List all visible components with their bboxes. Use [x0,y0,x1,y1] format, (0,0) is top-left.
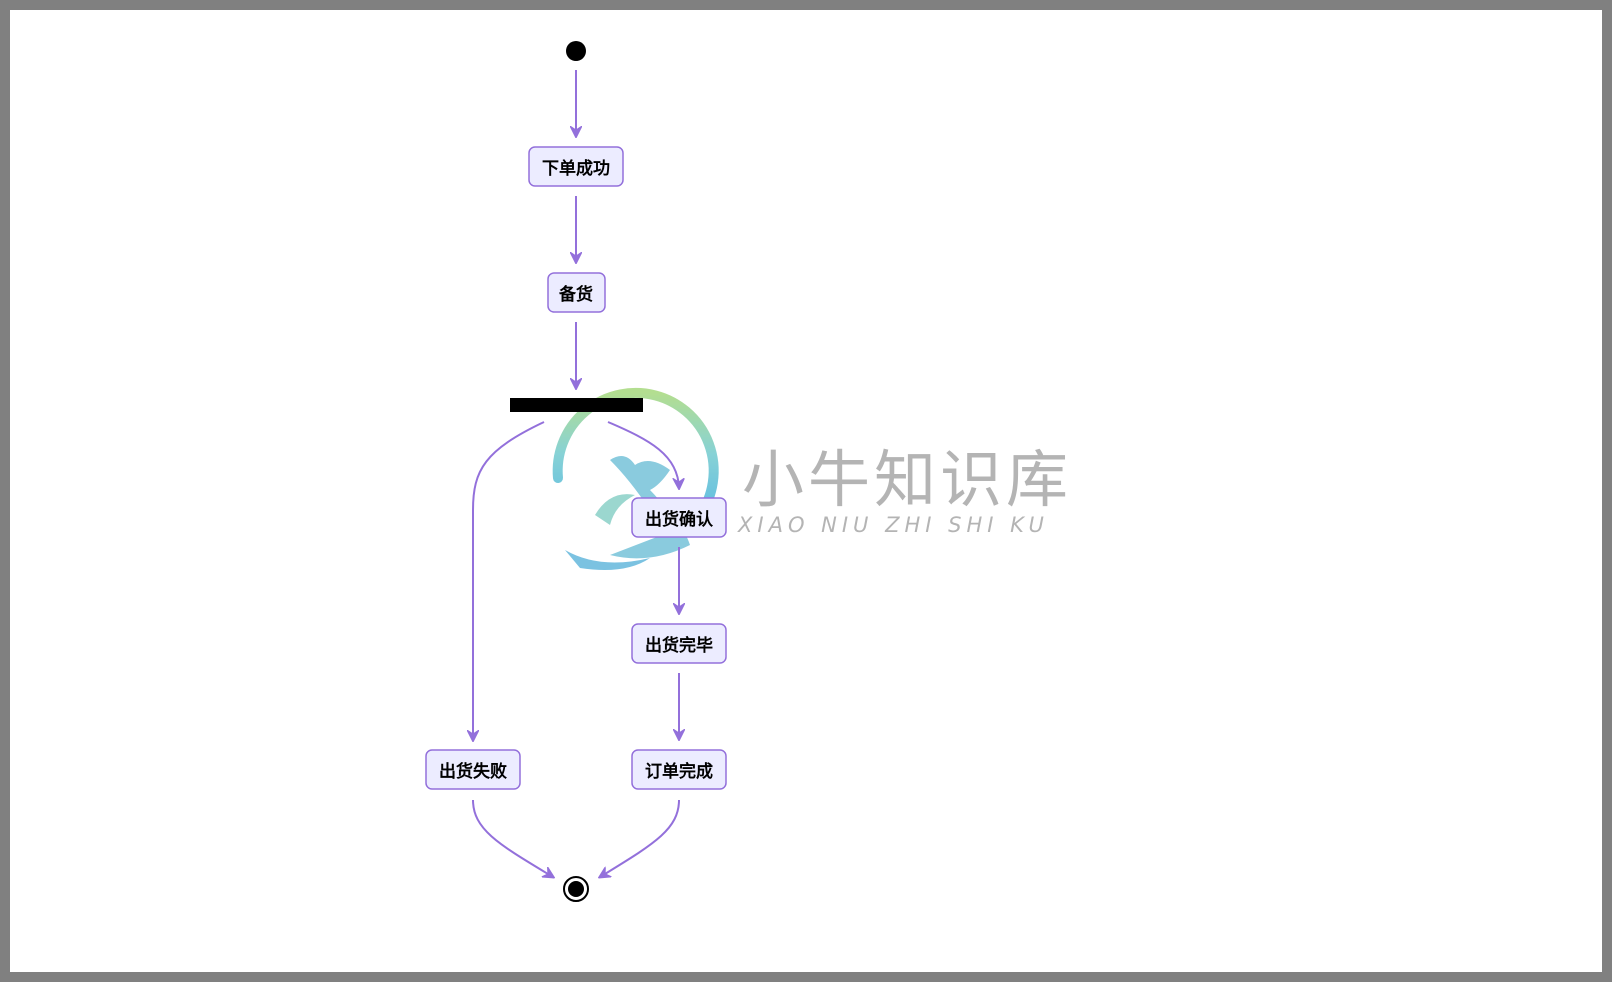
edges [473,70,679,877]
start-state [566,41,586,61]
fork-bar [510,398,643,412]
watermark-logo [552,387,719,571]
watermark-chinese-text: 小牛知识库 [742,443,1072,516]
state-shipment-done-label: 出货完毕 [645,635,713,656]
edge-fork-to-shipment-failed [473,421,545,740]
state-shipment-failed: 出货失败 [425,749,521,790]
state-shipment-done: 出货完毕 [631,623,727,664]
state-shipment-confirm: 出货确认 [631,497,727,538]
state-order-complete-label: 订单完成 [645,761,713,782]
diagram-canvas: 小牛知识库 XIAO NIU ZHI SHI KU 下单成功 备货 [10,10,1602,972]
state-order-complete: 订单完成 [631,749,727,790]
state-stocking-label: 备货 [558,284,593,305]
edge-shipment-failed-to-end [472,799,553,877]
end-state [563,876,589,902]
edge-fork-to-shipment-confirm [607,421,679,488]
watermark-pinyin-text: XIAO NIU ZHI SHI KU [737,513,1049,537]
edge-order-complete-to-end [600,799,680,877]
state-diagram: 小牛知识库 XIAO NIU ZHI SHI KU 下单成功 备货 [425,41,1072,902]
watermark: 小牛知识库 XIAO NIU ZHI SHI KU [552,387,1072,571]
state-shipment-confirm-label: 出货确认 [645,509,714,530]
state-order-success: 下单成功 [528,146,624,187]
state-shipment-failed-label: 出货失败 [439,761,507,782]
state-stocking: 备货 [547,272,606,313]
state-order-success-label: 下单成功 [542,158,610,179]
